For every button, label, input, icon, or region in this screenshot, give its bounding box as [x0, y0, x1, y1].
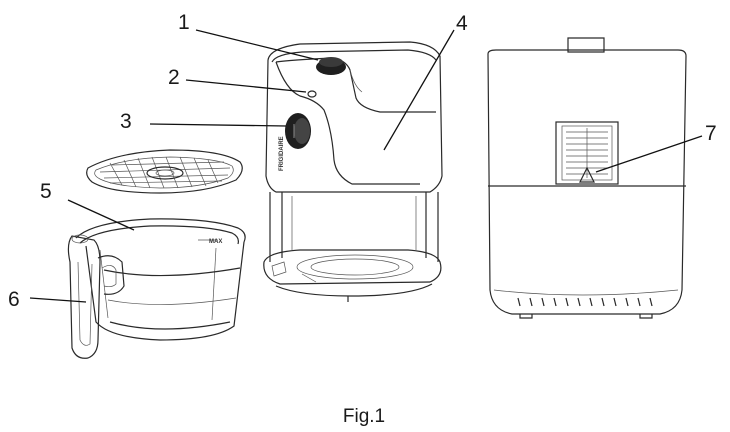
- brand-label: FRIGIDAIRE: [279, 136, 285, 171]
- basket-max-mark: MAX: [209, 239, 222, 245]
- callout-4: 4: [456, 12, 468, 35]
- timer-knob: [316, 57, 346, 75]
- power-indicator-light: [307, 90, 317, 98]
- callout-5: 5: [40, 180, 52, 203]
- callout-7: 7: [705, 122, 717, 145]
- air-fryer-rear-view: [487, 37, 687, 319]
- basket-handle: [67, 234, 125, 359]
- callout-labels: 1 2 3 4 5 6 7: [8, 11, 717, 311]
- basket: MAX: [75, 218, 246, 341]
- callout-1: 1: [178, 11, 190, 34]
- air-outlet: [555, 121, 619, 185]
- crisper-plate: [86, 149, 243, 194]
- callout-3: 3: [120, 110, 132, 133]
- callout-2: 2: [168, 66, 180, 89]
- leader-lines: [29, 29, 703, 303]
- figure-caption: Fig.1: [343, 406, 385, 427]
- air-fryer-main-unit: FRIGIDAIRE: [263, 41, 443, 302]
- temperature-knob: [285, 113, 311, 149]
- callout-6: 6: [8, 288, 20, 311]
